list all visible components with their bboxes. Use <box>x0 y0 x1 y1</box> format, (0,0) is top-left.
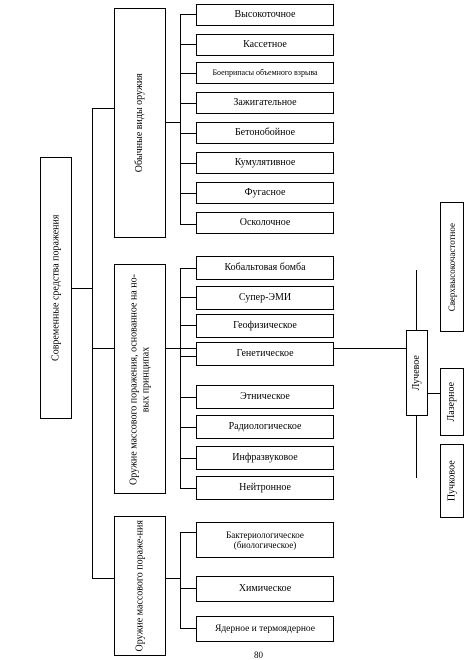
group-mass-destruction-box: Оружие массового пораже-ния <box>114 516 166 656</box>
beam-item-particle: Пучковое <box>440 444 464 518</box>
list-item: Зажигательное <box>196 92 334 114</box>
connector <box>180 458 196 459</box>
list-item: Этническое <box>196 385 334 409</box>
page-number: 80 <box>254 650 263 660</box>
list-item: Радиологическое <box>196 415 334 439</box>
connector <box>180 14 181 224</box>
connector <box>416 416 417 478</box>
group-conventional-label: Обычные виды оружия <box>134 73 146 173</box>
connector <box>180 488 196 489</box>
list-item: Кассетное <box>196 34 334 56</box>
list-item: Бетонобойное <box>196 122 334 144</box>
connector <box>166 578 180 579</box>
connector <box>180 268 196 269</box>
connector <box>180 397 196 398</box>
list-item: Боеприпасы объемного взрыва <box>196 62 334 84</box>
connector <box>180 427 196 428</box>
connector <box>180 532 196 533</box>
connector <box>92 348 114 349</box>
list-item: Фугасное <box>196 182 334 204</box>
connector <box>180 73 196 74</box>
group-conventional-box: Обычные виды оружия <box>114 8 166 238</box>
connector <box>180 44 196 45</box>
beam-item-microwave: Сверхвысокочастотное <box>440 202 464 332</box>
list-item: Высокоточное <box>196 4 334 26</box>
list-item: Кумулятивное <box>196 152 334 174</box>
connector <box>180 268 181 488</box>
connector <box>92 578 114 579</box>
connector <box>180 297 196 298</box>
group-new-principles-label: Оружие массового поражения, основанное н… <box>128 273 152 485</box>
connector <box>180 532 181 628</box>
list-item: Бактериологическое (биологическое) <box>196 522 334 558</box>
list-item: Инфразвуковое <box>196 446 334 470</box>
connector <box>416 270 417 330</box>
connector <box>180 224 196 225</box>
beam-label: Лучевое <box>411 355 423 391</box>
connector <box>180 325 196 326</box>
root-label: Современные средства поражения <box>50 214 62 362</box>
connector <box>180 628 196 629</box>
connector <box>92 108 114 109</box>
root-box: Современные средства поражения <box>40 157 72 419</box>
connector <box>180 356 196 357</box>
beam-item-laser: Лазерное <box>440 368 464 436</box>
connector <box>180 163 196 164</box>
connector <box>180 193 196 194</box>
list-item: Химическое <box>196 576 334 602</box>
list-item: Нейтронное <box>196 476 334 500</box>
group-mass-destruction-label: Оружие массового пораже-ния <box>134 520 146 652</box>
group-new-principles-box: Оружие массового поражения, основанное н… <box>114 264 166 494</box>
list-item: Кобальтовая бомба <box>196 256 334 280</box>
connector <box>180 14 196 15</box>
list-item: Геофизическое <box>196 314 334 338</box>
list-item: Супер-ЭМИ <box>196 286 334 310</box>
connector <box>180 133 196 134</box>
list-item: Ядерное и термоядерное <box>196 616 334 642</box>
connector <box>180 103 196 104</box>
connector <box>72 288 92 289</box>
list-item: Осколочное <box>196 212 334 234</box>
connector <box>180 588 196 589</box>
list-item: Генетическое <box>196 342 334 366</box>
beam-box: Лучевое <box>406 330 428 416</box>
connector <box>166 122 180 123</box>
connector <box>428 393 440 394</box>
connector <box>92 108 93 578</box>
